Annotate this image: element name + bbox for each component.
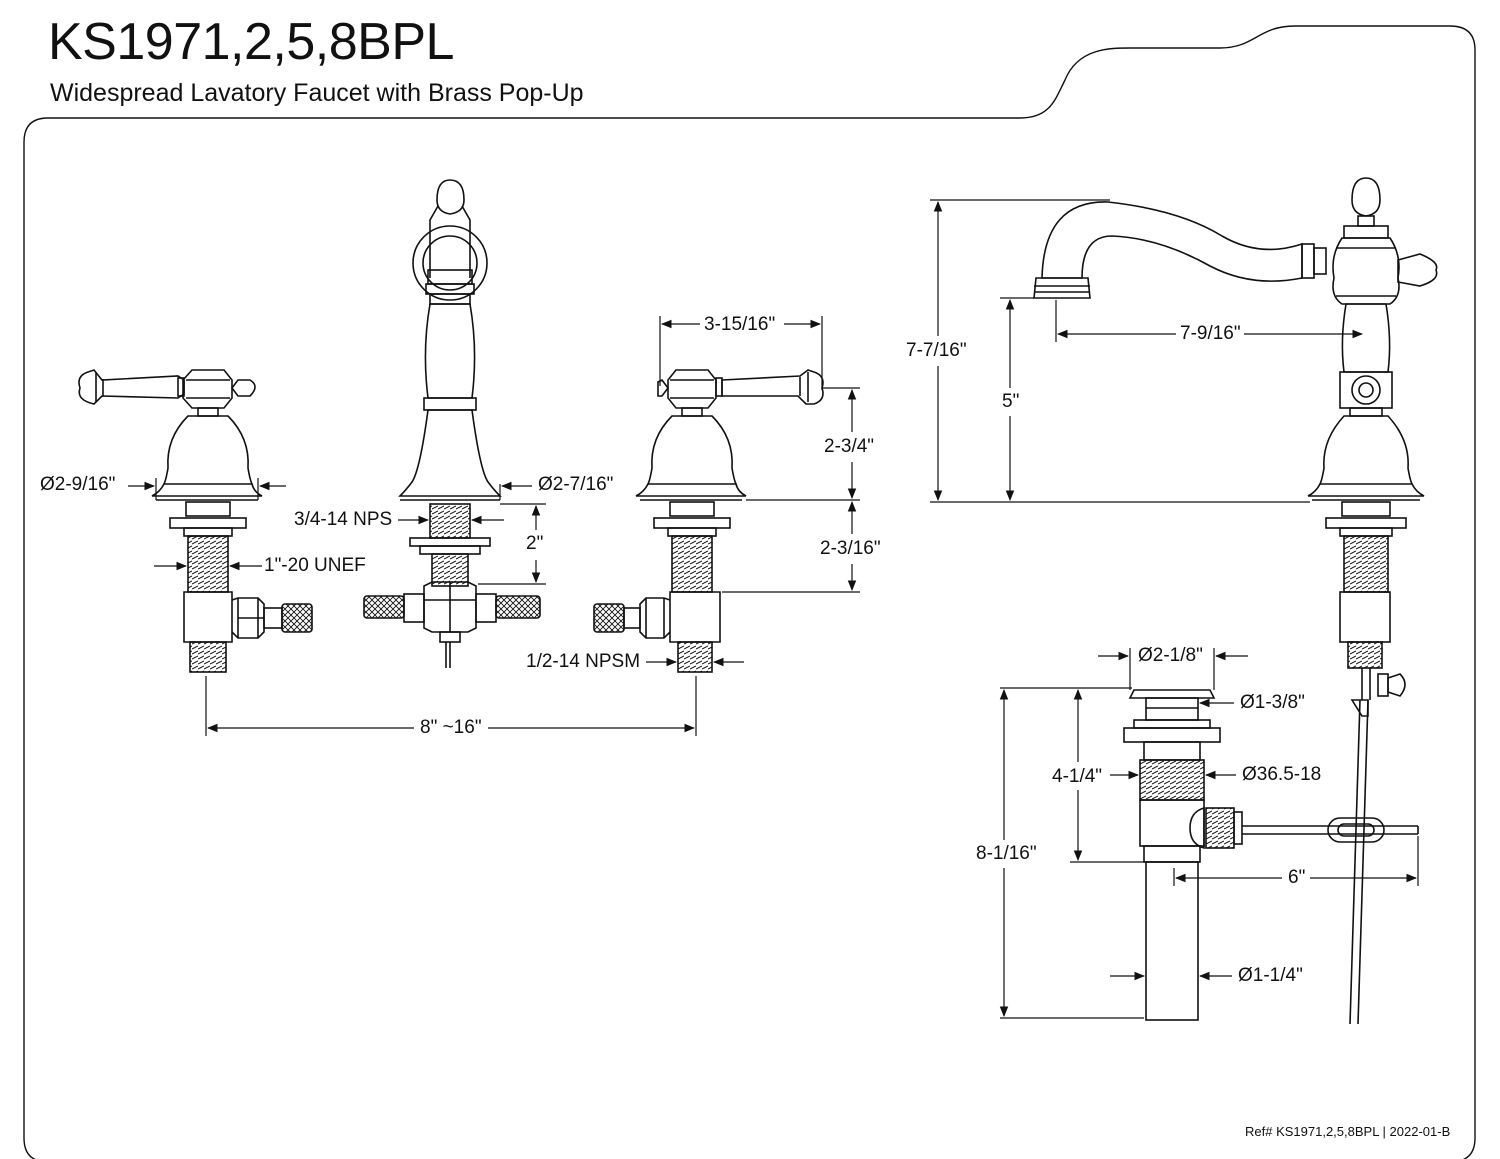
dim-spout-reach: 7-9/16" <box>1178 323 1243 345</box>
dim-center-spread: 8" ~16" <box>418 717 484 739</box>
center-spout-front <box>363 179 541 668</box>
dim-handle-width: 3-15/16" <box>702 314 778 336</box>
dim-drain-stopper-diameter: Ø1-3/8" <box>1238 692 1307 714</box>
dim-spout-clearance: 5" <box>1000 391 1022 413</box>
left-handle-valve <box>78 369 313 673</box>
dim-supply-thread: 1"-20 UNEF <box>262 555 368 577</box>
dim-drain-total-length: 8-1/16" <box>974 843 1039 865</box>
model-number: KS1971,2,5,8BPL <box>48 13 454 71</box>
dim-spout-shank-length: 2" <box>524 533 546 555</box>
dim-pivot-rod-length: 6" <box>1286 867 1308 889</box>
right-handle-valve <box>593 369 824 673</box>
dim-faucet-height: 7-7/16" <box>904 340 969 362</box>
dim-spout-base-diameter: Ø2-7/16" <box>536 474 616 496</box>
dim-handle-base-diameter: Ø2-9/16" <box>38 474 118 496</box>
pop-up-drain <box>1123 689 1419 1021</box>
dim-tailpiece-diameter: Ø1-1/4" <box>1236 965 1305 987</box>
dim-outlet-thread: 1/2-14 NPSM <box>524 651 643 673</box>
dim-spout-thread: 3/4-14 NPS <box>292 509 395 531</box>
dim-handle-shank-length: 2-3/16" <box>818 538 883 560</box>
sheet-border <box>23 25 1476 1159</box>
reference-number: Ref# KS1971,2,5,8BPL | 2022-01-B <box>1245 1124 1451 1139</box>
side-view-faucet <box>1033 177 1438 1025</box>
dim-drain-thread: Ø36.5-18 <box>1240 764 1324 786</box>
dimension-lines <box>128 199 1419 1019</box>
dim-handle-height: 2-3/4" <box>822 436 877 458</box>
dim-drain-flange-diameter: Ø2-1/8" <box>1136 645 1205 667</box>
dim-drain-body-length: 4-1/4" <box>1050 766 1105 788</box>
product-description: Widespread Lavatory Faucet with Brass Po… <box>50 79 584 107</box>
